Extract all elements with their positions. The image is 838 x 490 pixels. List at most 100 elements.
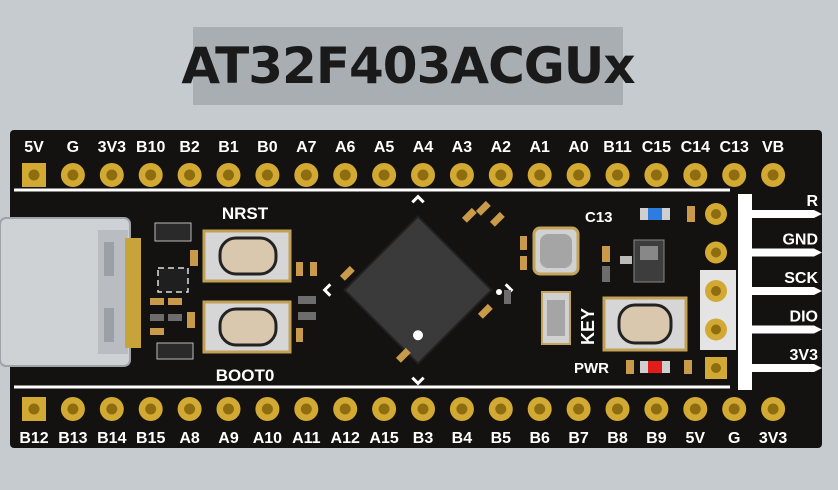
- usb-c-connector: [0, 217, 141, 367]
- swd-pin-label-0: R: [806, 193, 818, 210]
- c13-label: C13: [585, 209, 613, 226]
- swd-pad-1: [705, 241, 727, 264]
- top-pin-label-3: B10: [136, 139, 165, 156]
- bottom-pin-label-12: B5: [491, 430, 512, 447]
- bottom-pin-label-19: 3V3: [759, 430, 788, 447]
- passive-components-mcu: [339, 200, 505, 363]
- bottom-pin-label-18: G: [728, 430, 740, 447]
- bottom-pin-pad-5: [216, 397, 241, 421]
- bottom-pin-label-13: B6: [529, 430, 550, 447]
- top-pin-pad-14: [566, 163, 591, 187]
- top-pin-label-13: A1: [529, 139, 550, 156]
- bottom-pin-pad-12: [488, 397, 513, 421]
- mcu-chip: [322, 194, 514, 386]
- top-pin-pad-2: [99, 163, 124, 187]
- bottom-pin-label-14: B7: [568, 430, 589, 447]
- top-pin-pad-12: [488, 163, 513, 187]
- crystal-caps: [504, 236, 527, 304]
- bottom-pin-pad-10: [411, 397, 435, 421]
- bottom-pin-label-8: A12: [331, 430, 360, 447]
- switch-resistor: [602, 246, 610, 262]
- esd-ic: [154, 222, 192, 242]
- bottom-pin-label-15: B8: [607, 430, 628, 447]
- swd-pad-3: [705, 318, 727, 341]
- bottom-pin-label-10: B3: [413, 430, 434, 447]
- swd-connector: [738, 194, 752, 390]
- bottom-pin-pad-19: [761, 397, 786, 421]
- bottom-pin-pad-9: [372, 397, 397, 421]
- top-pin-label-15: B11: [603, 139, 632, 156]
- nrst-label: NRST: [222, 204, 269, 223]
- top-pin-label-10: A4: [413, 139, 434, 156]
- bottom-pin-pad-11: [449, 397, 474, 421]
- board-title-box: AT32F403ACGUx: [181, 27, 636, 105]
- top-pin-pad-16: [644, 163, 669, 187]
- swd-pad-0: [705, 203, 727, 225]
- bottom-pin-pad-7: [294, 397, 319, 421]
- bottom-pin-pad-17: [683, 397, 708, 421]
- power-switch: [620, 239, 665, 283]
- top-pin-label-14: A0: [568, 139, 589, 156]
- bottom-pin-pad-14: [566, 397, 591, 421]
- pwr-led: [640, 361, 670, 373]
- swd-pin-label-1: GND: [782, 232, 818, 249]
- bottom-pin-pad-8: [333, 397, 358, 421]
- crystal-oscillator: [532, 226, 580, 276]
- c13-resistor: [687, 206, 695, 222]
- top-pin-pad-18: [722, 163, 747, 187]
- top-pin-label-6: B0: [257, 139, 278, 156]
- top-pin-pad-7: [294, 163, 319, 187]
- bottom-pin-pad-15: [605, 397, 630, 421]
- bottom-pin-label-9: A15: [369, 430, 398, 447]
- bottom-pin-pad-4: [177, 397, 202, 421]
- top-pin-label-18: C13: [720, 139, 749, 156]
- top-pin-label-11: A3: [452, 139, 473, 156]
- bottom-pin-pad-16: [644, 397, 669, 421]
- top-pin-pad-6: [255, 163, 280, 187]
- pin1-marker-dot: [496, 289, 502, 295]
- top-pin-pad-1: [60, 163, 85, 187]
- swd-pin-2: SCK: [752, 270, 822, 295]
- passive-components-mid: [296, 262, 317, 342]
- bottom-pin-label-1: B13: [58, 430, 87, 447]
- pwr-resistor: [626, 360, 634, 374]
- top-pin-pad-4: [177, 163, 202, 187]
- ldo-regulator: [157, 267, 189, 293]
- top-pin-pad-8: [333, 163, 358, 187]
- swd-pin-4: 3V3: [752, 347, 822, 372]
- passive-components-left: [150, 250, 198, 335]
- top-pin-label-19: VB: [762, 139, 784, 156]
- key-button[interactable]: [602, 296, 688, 352]
- boot0-button[interactable]: [202, 300, 292, 354]
- top-pin-pad-3: [138, 163, 163, 187]
- top-pin-pad-5: [216, 163, 241, 187]
- pwr-label: PWR: [574, 360, 609, 377]
- top-pin-label-12: A2: [491, 139, 512, 156]
- bottom-pin-label-6: A10: [253, 430, 282, 447]
- top-pin-pad-17: [683, 163, 708, 187]
- bottom-pin-pad-0: [22, 397, 46, 421]
- board-title: AT32F403ACGUx: [181, 37, 635, 95]
- top-pin-label-5: B1: [218, 139, 239, 156]
- bottom-pin-label-11: B4: [452, 430, 473, 447]
- c13-led: [640, 208, 670, 220]
- bottom-pin-pad-3: [138, 397, 163, 421]
- swd-pin-1: GND: [752, 232, 822, 257]
- bottom-pin-label-2: B14: [97, 430, 126, 447]
- swd-pin-0: R: [752, 193, 822, 218]
- nrst-button[interactable]: [202, 229, 292, 283]
- bottom-pin-pad-6: [255, 397, 280, 421]
- bottom-pin-label-0: B12: [19, 430, 48, 447]
- top-pin-pad-13: [527, 163, 552, 187]
- switch-cap: [602, 266, 610, 282]
- bottom-pin-pad-1: [60, 397, 85, 421]
- swd-pin-label-2: SCK: [784, 270, 818, 287]
- pwr-led-resistor: [684, 360, 692, 374]
- top-pin-label-9: A5: [374, 139, 395, 156]
- bottom-pin-label-7: A11: [292, 430, 321, 447]
- top-pin-pad-9: [372, 163, 397, 187]
- top-pin-label-8: A6: [335, 139, 356, 156]
- bottom-pin-label-17: 5V: [686, 430, 706, 447]
- top-pin-label-16: C15: [642, 139, 671, 156]
